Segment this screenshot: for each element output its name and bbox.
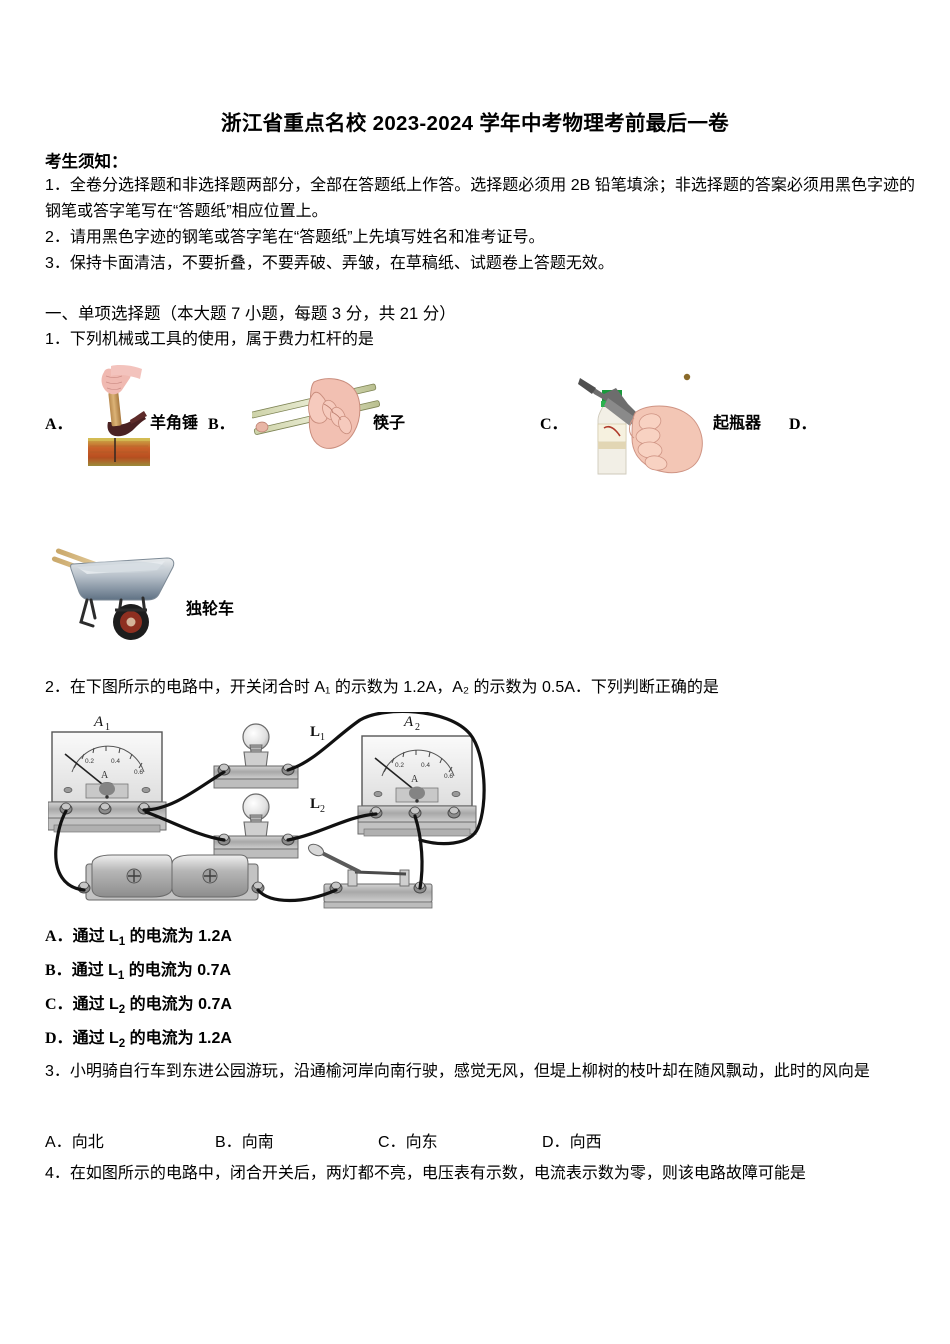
notice-item-1: 1．全卷分选择题和非选择题两部分，全部在答题纸上作答。选择题必须用 2B 铅笔填… <box>45 177 915 220</box>
notice-item-2: 2．请用黑色字迹的钢笔或答字笔在“答题纸”上先填写姓名和准考证号。 <box>45 229 545 246</box>
question-1-option-c-caption: 起瓶器 <box>713 415 762 432</box>
notice-heading: 考生须知： <box>45 153 128 171</box>
question-2-option-a-letter: A． <box>45 928 73 945</box>
question-2-option-d-post: 的电流为 1.2A <box>125 1030 232 1047</box>
question-2-option-d-pre: 通过 L <box>72 1030 119 1047</box>
question-2-option-b-sub: 1 <box>117 970 125 983</box>
lamp-l2: L 2 <box>213 793 325 859</box>
svg-text:0.4: 0.4 <box>111 758 120 765</box>
question-2-option-b[interactable]: B．通过 L1 的电流为 0.7A <box>45 956 231 982</box>
ammeter-a1: A 1 0.2 0.4 0.6 A <box>48 714 167 833</box>
svg-text:1: 1 <box>320 732 325 743</box>
battery-pack <box>77 854 265 901</box>
bottle-opener-icon <box>578 373 703 475</box>
lamp-l1: L 1 <box>213 723 325 789</box>
question-2-option-a[interactable]: A．通过 L1 的电流为 1.2A <box>45 922 232 948</box>
svg-text:0.2: 0.2 <box>395 762 404 769</box>
circuit-diagram: A 1 0.2 0.4 0.6 A <box>48 712 486 909</box>
question-2-option-a-sub: 1 <box>118 936 126 949</box>
question-1-option-c-label[interactable]: C． <box>540 416 568 433</box>
question-1-option-a-caption: 羊角锤 <box>150 415 199 432</box>
svg-text:0.4: 0.4 <box>421 762 430 769</box>
question-2-option-c-sub: 2 <box>118 1004 126 1017</box>
question-2-option-b-post: 的电流为 0.7A <box>124 962 232 979</box>
question-2-option-c-letter: C． <box>45 996 73 1013</box>
question-2-option-a-post: 的电流为 1.2A <box>125 928 232 945</box>
knife-switch <box>307 843 433 909</box>
ammeter-a2: A 2 0.2 0.4 0.6 A <box>357 714 477 837</box>
notice-item-3: 3．保持卡面清洁，不要折叠，不要弄破、弄皱，在草稿纸、试题卷上答题无效。 <box>45 255 614 272</box>
wheelbarrow-icon <box>51 548 175 640</box>
question-2-option-d[interactable]: D．通过 L2 的电流为 1.2A <box>45 1024 232 1050</box>
svg-text:L: L <box>310 796 320 812</box>
question-3-option-a[interactable]: A．向北 <box>45 1128 104 1152</box>
question-3-option-c-letter: C． <box>378 1134 406 1151</box>
svg-text:2: 2 <box>320 804 325 815</box>
question-3-option-d-text: 向西 <box>569 1134 602 1151</box>
svg-text:A: A <box>101 770 109 781</box>
question-1-option-d-caption: 独轮车 <box>186 601 235 618</box>
question-2-option-a-pre: 通过 L <box>72 928 119 945</box>
question-1-option-b-label[interactable]: B． <box>208 416 235 433</box>
question-3-option-b[interactable]: B．向南 <box>215 1128 274 1152</box>
question-2-stem: 2．在下图所示的电路中，开关闭合时 A₁ 的示数为 1.2A，A₂ 的示数为 0… <box>45 679 719 696</box>
svg-text:A: A <box>403 714 414 730</box>
question-3-option-d-letter: D． <box>542 1134 570 1151</box>
question-3-option-c[interactable]: C．向东 <box>378 1128 438 1152</box>
question-4-stem: 4．在如图所示的电路中，闭合开关后，两灯都不亮，电压表有示数，电流表示数为零，则… <box>45 1165 806 1182</box>
question-1-stem: 1．下列机械或工具的使用，属于费力杠杆的是 <box>45 331 374 348</box>
svg-text:L: L <box>310 724 320 740</box>
question-2-option-c[interactable]: C．通过 L2 的电流为 0.7A <box>45 990 232 1016</box>
question-1-option-b-caption: 筷子 <box>373 415 406 432</box>
chopsticks-icon <box>252 378 381 449</box>
question-2-option-d-sub: 2 <box>118 1038 126 1051</box>
question-2-option-c-post: 的电流为 0.7A <box>125 996 232 1013</box>
question-3-option-b-text: 向南 <box>241 1134 274 1151</box>
claw-hammer-icon <box>88 365 150 466</box>
question-1-option-d-label[interactable]: D． <box>789 416 817 433</box>
question-2-option-b-pre: 通过 L <box>71 962 118 979</box>
question-1-option-a-label[interactable]: A． <box>45 416 73 433</box>
question-3-option-a-letter: A． <box>45 1134 72 1151</box>
svg-text:A: A <box>411 774 419 785</box>
section-heading: 一、单项选择题（本大题 7 小题，每题 3 分，共 21 分） <box>45 305 456 323</box>
svg-text:0.2: 0.2 <box>85 758 94 765</box>
svg-text:0.6: 0.6 <box>134 769 143 776</box>
svg-text:A: A <box>93 714 104 730</box>
question-3-option-d[interactable]: D．向西 <box>542 1128 602 1152</box>
question-3-option-a-text: 向北 <box>71 1134 104 1151</box>
question-3-option-b-letter: B． <box>215 1134 242 1151</box>
svg-text:1: 1 <box>105 722 110 733</box>
question-3-option-c-text: 向东 <box>405 1134 438 1151</box>
svg-text:2: 2 <box>415 722 420 733</box>
question-2-option-b-letter: B． <box>45 962 72 979</box>
question-3-stem: 3．小明骑自行车到东进公园游玩，沿通榆河岸向南行驶，感觉无风，但堤上柳树的枝叶却… <box>45 1063 870 1080</box>
page-title: 浙江省重点名校 2023-2024 学年中考物理考前最后一卷 <box>221 112 729 135</box>
svg-text:0.6: 0.6 <box>444 773 453 780</box>
question-2-option-d-letter: D． <box>45 1030 73 1047</box>
question-2-option-c-pre: 通过 L <box>72 996 119 1013</box>
